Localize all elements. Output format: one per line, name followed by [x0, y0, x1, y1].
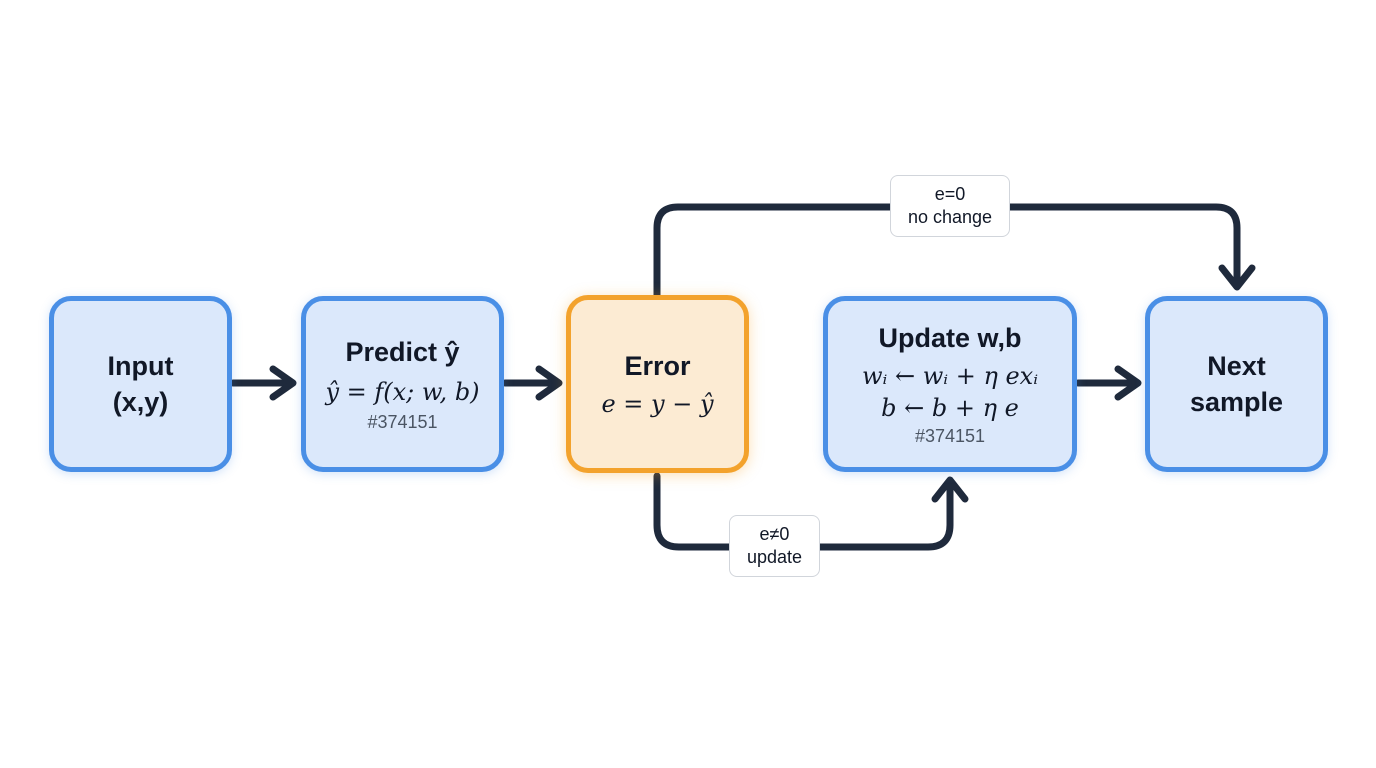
- edge-label-update-line2: update: [746, 547, 803, 567]
- arrowhead-input-to-predict: [269, 365, 297, 401]
- edge-label-no-change-line1: e=0: [934, 184, 966, 204]
- arrowhead-update-to-next: [1114, 365, 1142, 401]
- node-update-code: #374151: [914, 426, 986, 446]
- arrowhead-error-to-update: [931, 476, 969, 503]
- arrowhead-error-to-next: [1218, 264, 1256, 291]
- node-next-line1: Next: [1207, 351, 1266, 381]
- arrowhead-predict-to-error: [535, 365, 563, 401]
- node-update-formula-weights: wᵢ ← wᵢ + η exᵢ: [861, 362, 1039, 390]
- node-error-title: Error: [624, 350, 691, 381]
- node-input-line2: (x,y): [112, 387, 169, 417]
- node-predict-title: Predict ŷ: [345, 337, 460, 367]
- node-update-title: Update w,b: [878, 323, 1022, 353]
- node-predict-formula: ŷ = f(x; w, b): [325, 378, 480, 406]
- edge-label-no-change-line2: no change: [907, 207, 993, 227]
- node-update: Update w,b wᵢ ← wᵢ + η exᵢ b ← b + η e #…: [823, 296, 1077, 472]
- node-next-sample: Next sample: [1145, 296, 1328, 472]
- node-error: Error e = y − ŷ: [566, 295, 749, 473]
- node-error-formula: e = y − ŷ: [601, 389, 714, 418]
- edge-label-no-change: e=0 no change: [890, 175, 1010, 237]
- node-predict-code: #374151: [367, 412, 438, 432]
- edge-label-update-line1: e≠0: [759, 524, 790, 544]
- node-input-line1: Input: [107, 351, 174, 381]
- node-predict: Predict ŷ ŷ = f(x; w, b) #374151: [301, 296, 504, 472]
- node-update-formula-bias: b ← b + η e: [881, 394, 1019, 422]
- node-next-line2: sample: [1189, 387, 1284, 417]
- node-input: Input (x,y): [49, 296, 232, 472]
- edge-label-update: e≠0 update: [729, 515, 820, 577]
